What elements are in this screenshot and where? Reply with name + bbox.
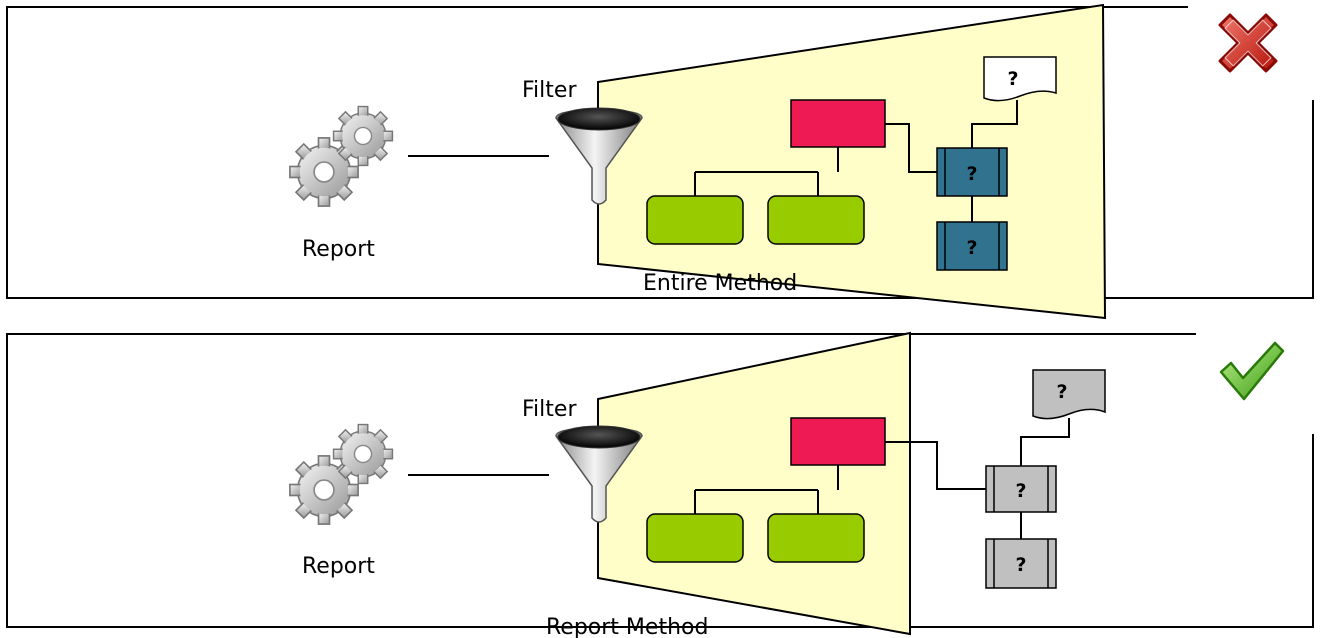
root-method-box	[790, 417, 886, 466]
child-method-box	[767, 513, 865, 563]
report-gears-icon	[289, 105, 394, 207]
red-x-icon	[1218, 13, 1278, 73]
filter-label: Filter	[522, 397, 577, 422]
svg-text:?: ?	[1056, 381, 1067, 403]
unknown-subprocess: ?	[985, 465, 1057, 513]
filter-label: Filter	[522, 78, 577, 103]
funnel-icon	[555, 107, 643, 205]
svg-text:?: ?	[966, 237, 977, 259]
panel-frame	[6, 6, 1314, 299]
unknown-subprocess: ?	[936, 147, 1008, 197]
scope-trapezoid	[597, 331, 911, 636]
svg-text:?: ?	[1007, 68, 1018, 90]
report-gears-icon	[289, 423, 394, 525]
svg-text:?: ?	[966, 163, 977, 185]
svg-text:?: ?	[1015, 554, 1026, 576]
unknown-document: ?	[1032, 369, 1106, 420]
root-method-box	[790, 99, 886, 148]
funnel-icon	[555, 425, 643, 523]
scope-label: Entire Method	[643, 271, 797, 296]
report-label: Report	[302, 554, 375, 579]
report-label: Report	[302, 237, 375, 262]
green-check-icon	[1219, 341, 1285, 401]
unknown-subprocess: ?	[936, 221, 1008, 271]
panel-frame	[6, 333, 1314, 628]
tree-connectors	[694, 418, 1070, 539]
unknown-subprocess: ?	[985, 538, 1057, 589]
tree-connectors	[694, 100, 1018, 222]
child-method-box	[646, 195, 744, 245]
child-method-box	[767, 195, 865, 245]
child-method-box	[646, 513, 744, 563]
unknown-document: ?	[983, 56, 1057, 102]
scope-label: Report Method	[546, 615, 708, 638]
panel-top: Report Filter ? ?	[6, 3, 1314, 320]
panel-bottom: Report Filter ? ?	[6, 331, 1314, 638]
svg-text:?: ?	[1015, 480, 1026, 502]
